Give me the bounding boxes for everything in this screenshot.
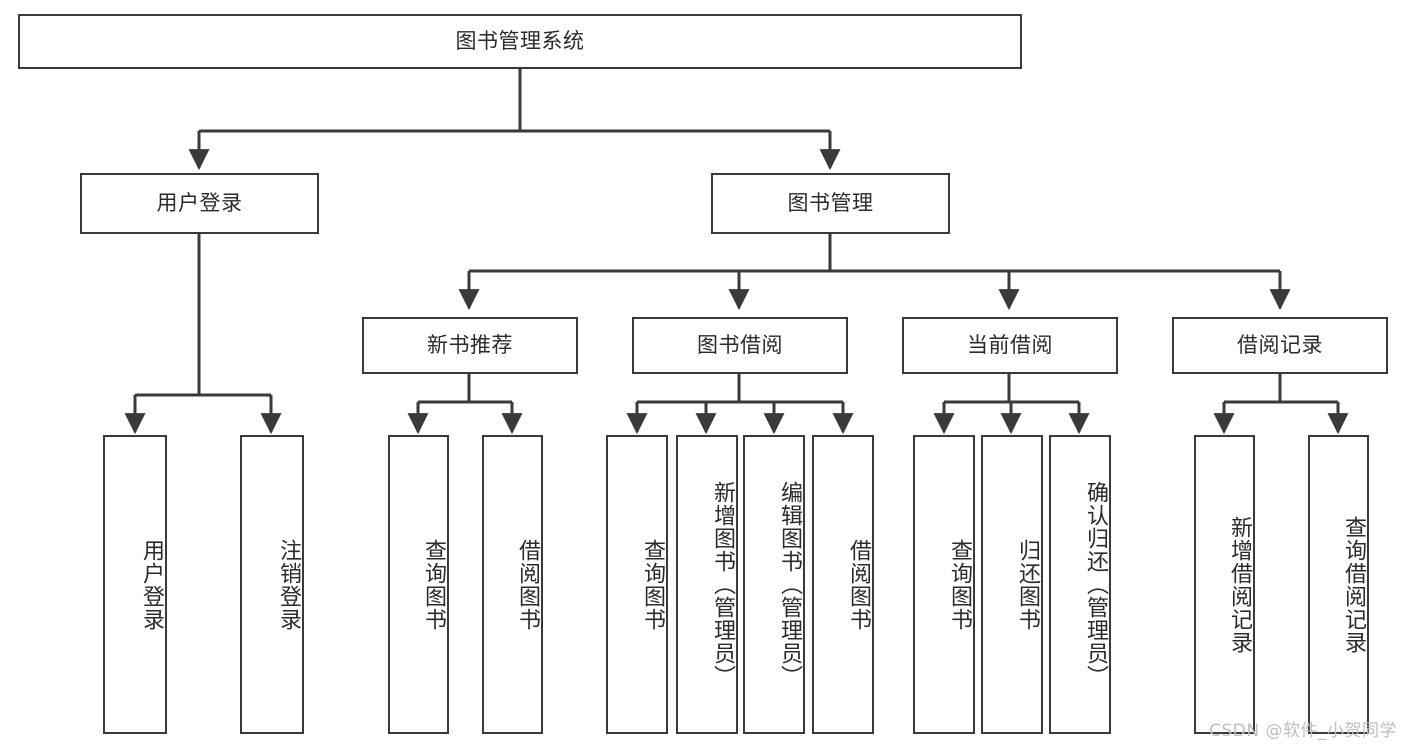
node-leaf-query-book-2-label: 查询图书 [640,538,665,631]
node-borrow-record-label: 借阅记录 [1237,332,1323,357]
node-leaf-query-book-1-label: 查询图书 [421,538,446,631]
node-leaf-edit-book-label: 编辑图书（管理员） [777,481,802,688]
node-leaf-return-book-label: 归还图书 [1015,538,1040,631]
node-leaf-user-login-label: 用户登录 [139,538,164,631]
node-leaf-query-book-3[interactable]: 查询图书 [913,435,975,734]
node-leaf-borrow-book-1-label: 借阅图书 [515,538,540,631]
node-root-label: 图书管理系统 [455,28,585,53]
node-root[interactable]: 图书管理系统 [18,14,1022,69]
node-borrow-record[interactable]: 借阅记录 [1172,317,1388,374]
node-book-management[interactable]: 图书管理 [711,173,950,234]
node-new-book-recommend-label: 新书推荐 [427,332,513,357]
node-leaf-add-book[interactable]: 新增图书（管理员） [676,435,738,734]
watermark-text: CSDN @软件_小贺同学 [1209,721,1397,741]
node-book-borrow-label: 图书借阅 [697,332,783,357]
node-leaf-borrow-book-2[interactable]: 借阅图书 [812,435,874,734]
node-leaf-return-book[interactable]: 归还图书 [981,435,1043,734]
node-leaf-query-book-1[interactable]: 查询图书 [388,435,449,734]
node-book-management-label: 图书管理 [787,190,874,215]
node-user-login[interactable]: 用户登录 [80,173,319,234]
node-leaf-borrow-book-2-label: 借阅图书 [846,538,871,631]
node-leaf-query-book-3-label: 查询图书 [947,538,972,631]
node-leaf-query-record[interactable]: 查询借阅记录 [1308,435,1369,734]
node-leaf-add-record[interactable]: 新增借阅记录 [1194,435,1255,734]
node-leaf-user-logout-label: 注销登录 [276,538,301,631]
node-leaf-add-book-label: 新增图书（管理员） [710,481,735,688]
node-leaf-borrow-book-1[interactable]: 借阅图书 [482,435,543,734]
node-user-login-label: 用户登录 [156,190,243,215]
node-leaf-add-record-label: 新增借阅记录 [1227,515,1252,654]
node-leaf-query-book-2[interactable]: 查询图书 [606,435,668,734]
node-new-book-recommend[interactable]: 新书推荐 [362,317,578,374]
node-leaf-confirm-return-label: 确认归还（管理员） [1083,481,1108,688]
node-leaf-user-login[interactable]: 用户登录 [103,435,167,734]
node-leaf-user-logout[interactable]: 注销登录 [240,435,304,734]
node-leaf-query-record-label: 查询借阅记录 [1341,515,1366,654]
node-current-borrow-label: 当前借阅 [967,332,1053,357]
node-book-borrow[interactable]: 图书借阅 [632,317,848,374]
node-leaf-confirm-return[interactable]: 确认归还（管理员） [1049,435,1111,734]
node-current-borrow[interactable]: 当前借阅 [902,317,1118,374]
node-leaf-edit-book[interactable]: 编辑图书（管理员） [743,435,805,734]
